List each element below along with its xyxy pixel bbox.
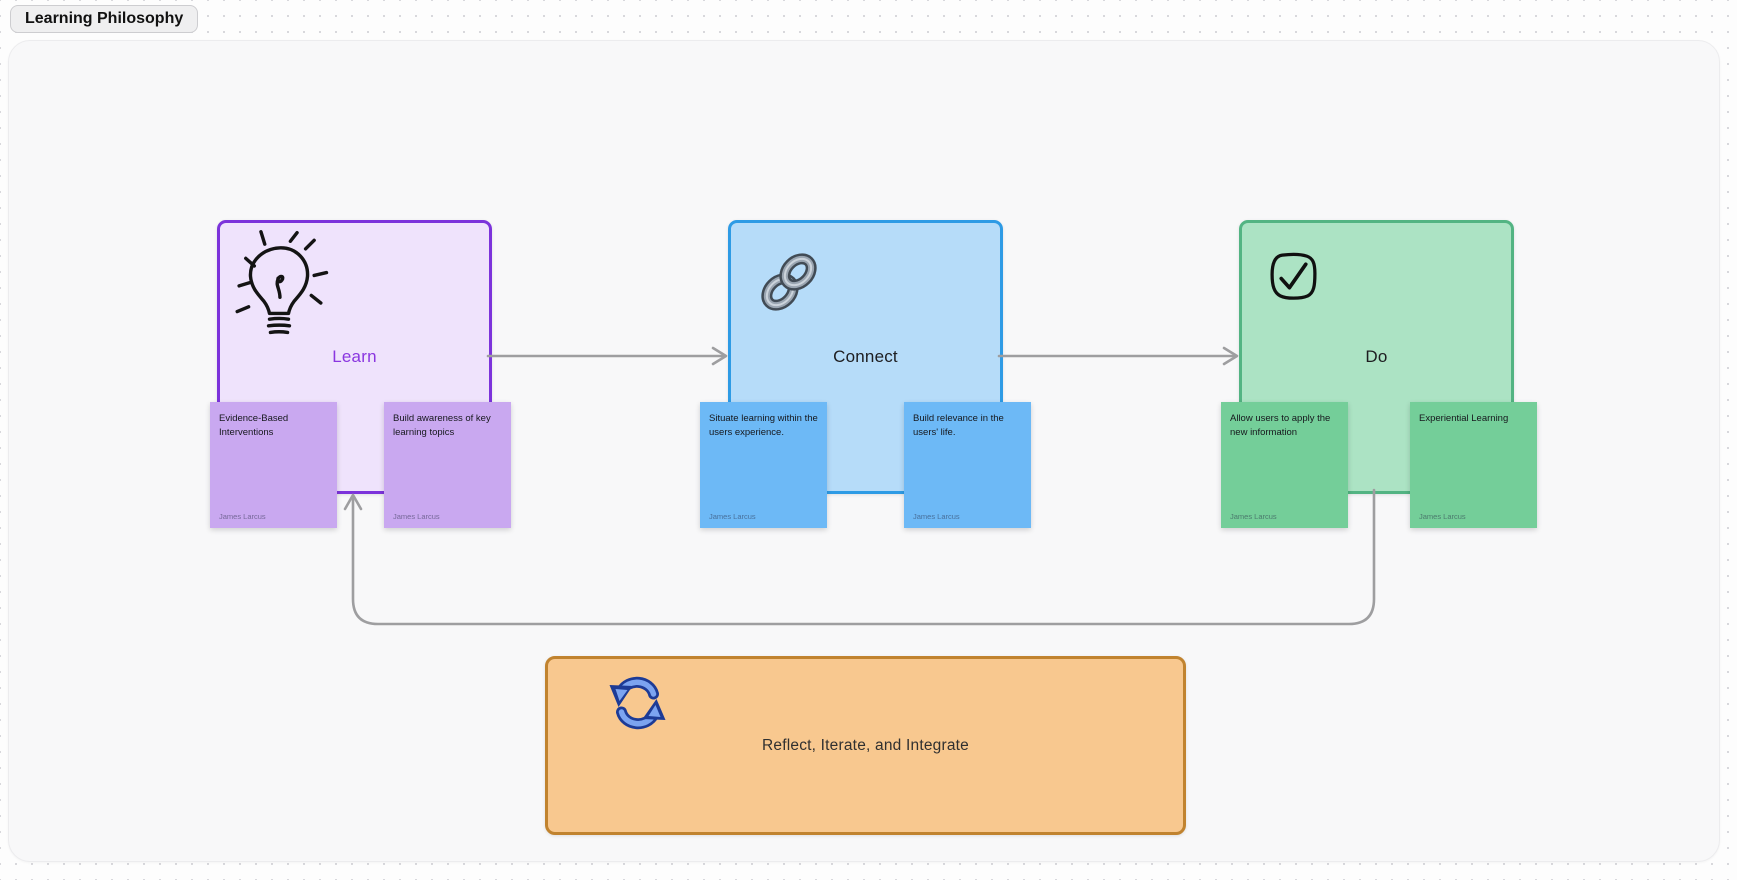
node-reflect[interactable]: Reflect, Iterate, and Integrate [545,656,1186,835]
sticky-author: James Larcus [1419,512,1466,521]
sticky-author: James Larcus [1230,512,1277,521]
sticky-note-learn-2[interactable]: Build awareness of key learning topics J… [384,402,511,528]
sticky-note-connect-2[interactable]: Build relevance in the users' life. Jame… [904,402,1031,528]
node-do-title: Do [1365,347,1388,366]
sticky-note-do-2[interactable]: Experiential Learning James Larcus [1410,402,1537,528]
lightbulb-icon [235,230,329,335]
sticky-author: James Larcus [913,512,960,521]
node-connect-title: Connect [833,347,898,366]
counterclockwise-arrows-icon [609,676,666,730]
sticky-author: James Larcus [219,512,266,521]
connector-learn-to-connect[interactable] [486,346,728,366]
node-reflect-title: Reflect, Iterate, and Integrate [762,736,969,754]
sticky-note-do-1[interactable]: Allow users to apply the new information… [1221,402,1348,528]
board-section-label[interactable]: Learning Philosophy [10,5,199,33]
connector-do-to-learn-loop[interactable] [343,488,1376,626]
checkbox-check-icon [1270,252,1317,300]
sticky-author: James Larcus [709,512,756,521]
node-learn-title: Learn [332,347,377,366]
sticky-text: Build awareness of key learning topics [393,413,491,438]
sticky-author: James Larcus [393,512,440,521]
connector-connect-to-do[interactable] [997,346,1239,366]
sticky-text: Situate learning within the users experi… [709,413,818,438]
chain-link-icon [761,253,817,311]
sticky-text: Experiential Learning [1419,413,1509,424]
sticky-text: Build relevance in the users' life. [913,413,1004,438]
sticky-text: Allow users to apply the new information [1230,413,1331,438]
sticky-note-connect-1[interactable]: Situate learning within the users experi… [700,402,827,528]
sticky-note-learn-1[interactable]: Evidence-Based Interventions James Larcu… [210,402,337,528]
sticky-text: Evidence-Based Interventions [219,413,289,438]
